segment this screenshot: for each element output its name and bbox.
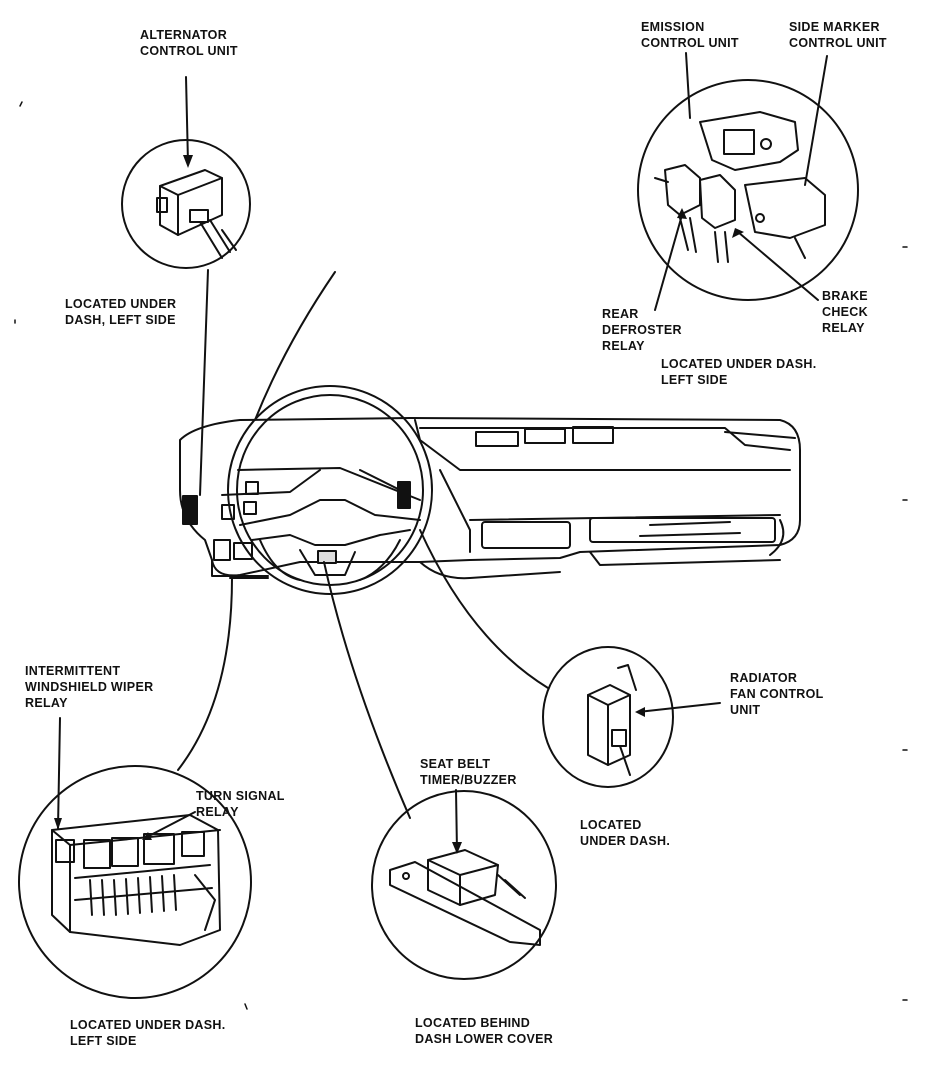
seatbelt-timer-detail-circle [371, 790, 557, 980]
fusebox-location-label: LOCATED UNDER DASH.LEFT SIDE [70, 1018, 226, 1048]
emission-relay-detail-circle [637, 79, 859, 301]
fusebox-detail-circle [18, 765, 252, 999]
radiator-fan-detail-circle [542, 646, 674, 788]
scan-marks [14, 101, 908, 1010]
upper-right-location-label: LOCATED UNDER DASH.LEFT SIDE [661, 357, 817, 387]
dashboard-outline [179, 417, 801, 580]
alternator-detail-circle [121, 139, 251, 269]
leader-lines [54, 52, 828, 854]
